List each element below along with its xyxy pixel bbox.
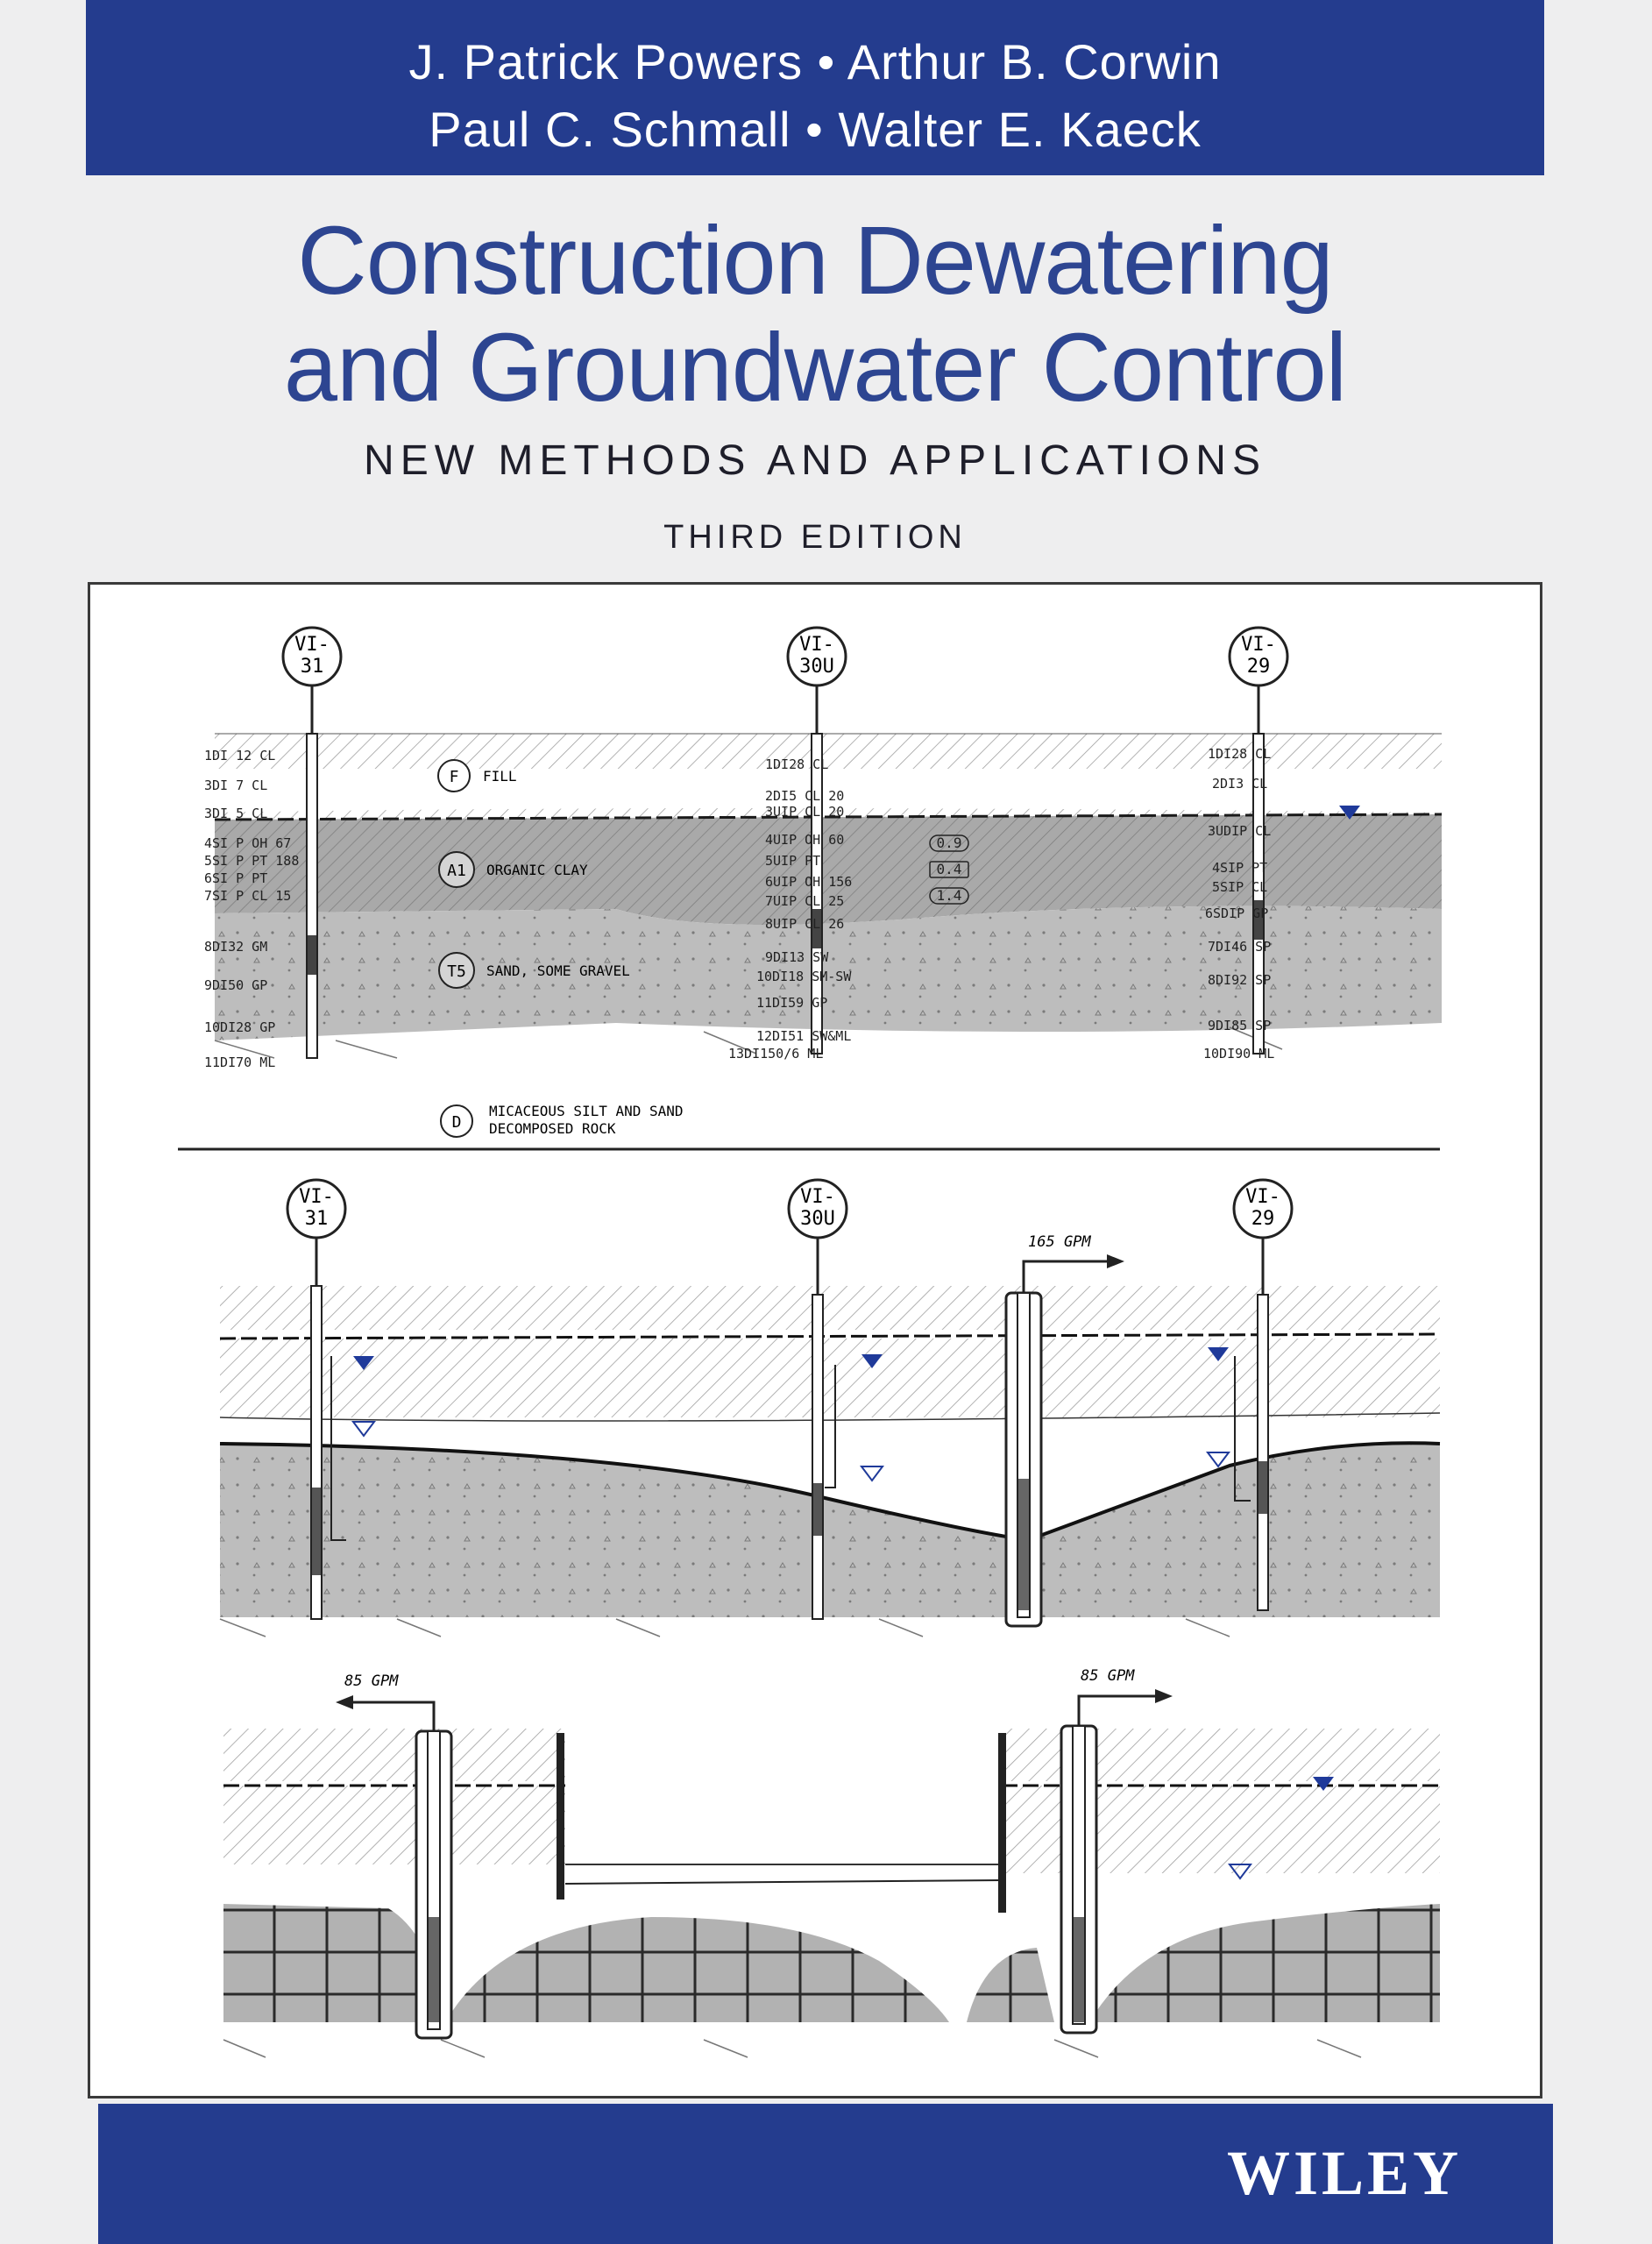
well-label-bottom: 31 [305,1208,329,1230]
layer-code: T5 [447,962,466,981]
well-label-top: VI- [1241,634,1276,656]
log-entry: 7UIP CL 25 [765,893,844,909]
log-entry: 10DI18 SM-SW [756,969,852,984]
log-entry: 9DI50 GP [204,977,267,993]
log-entry: 12DI51 SW&ML [756,1028,851,1044]
log-entries-center: 1DI28 CL 2DI5 CL 20 3UIP CL 20 4UIP OH 6… [728,756,852,1062]
authors-line-2: Paul C. Schmall • Walter E. Kaeck [429,102,1202,157]
log-entry: 10DI90 ML [1203,1046,1274,1062]
pumping-well-right: 85 GPM [1060,1667,1173,2035]
layer-label-fill: F FILL [437,759,517,792]
panel-drawdown [219,1286,1441,1637]
well-label-top: VI- [294,634,330,656]
well-label-top: VI- [1245,1186,1280,1208]
log-entry: 3UDIP CL [1208,823,1271,839]
log-entry: 8DI32 GM [204,939,267,955]
flow-rate-label: 85 GPM [344,1672,399,1690]
log-entry: 13DI150/6 ML [728,1046,823,1062]
log-entry: 3UIP CL 20 [765,804,844,820]
log-entry: 9DI85 SP [1208,1018,1271,1033]
well-vi-29-log: VI- 29 [1228,626,1289,1055]
authors-line-1: J. Patrick Powers • Arthur B. Corwin [408,34,1222,89]
pumping-well-center: 165 GPM [1004,1233,1124,1628]
well-label-bottom: 29 [1251,1208,1275,1230]
log-entry: 2DI3 CL [1212,776,1267,792]
edition-label: THIRD EDITION [663,519,967,556]
layer-name: ORGANIC CLAY [486,862,588,878]
bracket-value: 0.4 [937,861,962,877]
log-entry: 6SDIP GP [1205,905,1268,921]
log-entry: 1DI 12 CL [204,748,275,763]
well-vi-31-piezometer: VI- 31 [286,1178,347,1620]
layer-name: SAND, SOME GRAVEL [486,962,630,979]
book-title-line-2: and Groundwater Control [283,314,1347,422]
well-label-top: VI- [800,1186,835,1208]
legend-line: MICACEOUS SILT AND SAND [489,1103,684,1119]
well-label-bottom: 30U [799,656,834,678]
log-entry: 5SIP CL [1212,879,1267,895]
log-entry: 7DI46 SP [1208,939,1271,955]
flow-rate-label: 165 GPM [1028,1233,1091,1251]
bracket-value: 1.4 [937,887,962,904]
dewatering-cross-section-figure: VI- 31 VI- 30U VI- 29 1DI 12 CL 3DI 7 CL [88,582,1542,2098]
book-title-line-1: Construction Dewatering [297,207,1333,315]
log-entry: 4SIP PT [1212,860,1267,876]
layer-code: D [452,1113,462,1132]
well-label-bottom: 31 [301,656,324,678]
panel-boring-logs [214,733,1443,1059]
log-entry: 10DI28 GP [204,1019,275,1035]
log-entries-right: 1DI28 CL 2DI3 CL 3UDIP CL 4SIP PT 5SIP C… [1203,746,1274,1062]
well-vi-31-log: VI- 31 [281,626,343,1059]
bracket-values: 0.9 0.4 1.4 [929,834,969,905]
top-author-band [86,0,1544,175]
layer-code: F [450,768,459,786]
log-entry: 5UIP PT [765,853,820,869]
well-label-top: VI- [299,1186,334,1208]
log-entry: 3DI 5 CL [204,806,267,821]
bracket-value: 0.9 [937,834,962,851]
well-vi-30u-piezometer: VI- 30U [787,1178,848,1620]
layer-code: A1 [447,862,466,880]
log-entry: 6SI P PT [204,870,267,886]
well-label-bottom: 30U [800,1208,835,1230]
log-entry: 5SI P PT 188 [204,853,299,869]
log-entry: 11DI59 GP [756,995,827,1011]
pumping-well-left: 85 GPM [336,1672,453,2040]
log-entry: 6UIP OH 156 [765,874,852,890]
book-subtitle: NEW METHODS AND APPLICATIONS [364,437,1266,484]
layer-label-sand-gravel: T5 SAND, SOME GRAVEL [438,952,630,989]
well-vi-30u-log: VI- 30U [786,626,847,1055]
log-entry: 4UIP OH 60 [765,832,844,848]
log-entry: 8DI92 SP [1208,972,1271,988]
panel-excavation [223,1729,1440,2058]
legend-line: DECOMPOSED ROCK [489,1120,616,1137]
layer-label-organic-clay: A1 ORGANIC CLAY [438,851,588,888]
well-label-top: VI- [799,634,834,656]
log-entry: 8UIP CL 26 [765,916,844,932]
log-entry: 3DI 7 CL [204,778,267,793]
log-entries-left: 1DI 12 CL 3DI 7 CL 3DI 5 CL 4SI P OH 67 … [204,748,299,1070]
well-vi-29-piezometer: VI- 29 [1232,1178,1294,1611]
log-entry: 2DI5 CL 20 [765,788,844,804]
well-label-bottom: 29 [1247,656,1271,678]
log-entry: 4SI P OH 67 [204,835,291,851]
log-entry: 7SI P CL 15 [204,888,291,904]
log-entry: 1DI28 CL [765,756,828,772]
layer-name: FILL [483,768,517,785]
flow-rate-label: 85 GPM [1081,1667,1135,1685]
layer-legend-decomposed-rock: D MICACEOUS SILT AND SAND DECOMPOSED ROC… [440,1103,684,1138]
log-entry: 11DI70 ML [204,1055,275,1070]
log-entry: 9DI13 SW [765,949,829,965]
log-entry: 1DI28 CL [1208,746,1271,762]
publisher-logo: WILEY [1227,2138,1463,2208]
bottom-publisher-band [98,2104,1553,2244]
